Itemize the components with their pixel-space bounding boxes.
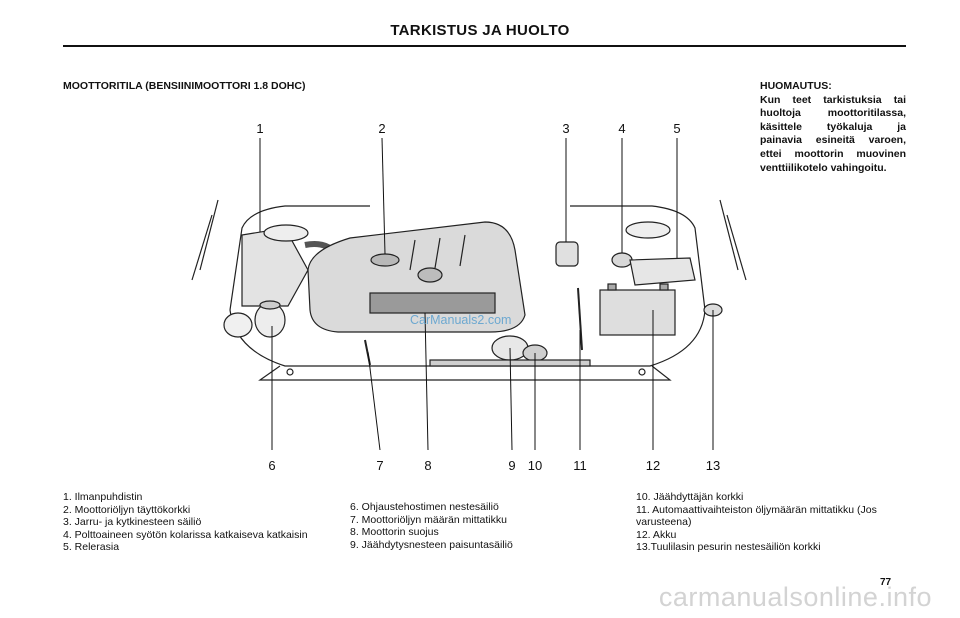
legend-item: 10. Jäähdyttäjän korkki [636,491,744,503]
legend-item: 9. Jäähdytysnesteen paisuntasäiliö [350,538,513,551]
legend-item: 8. Moottorin suojus [350,526,439,539]
callout-2: 2 [378,121,385,136]
hood-edge-left-2 [191,214,213,281]
callout-13: 13 [706,458,720,473]
callout-5: 5 [673,121,680,136]
callout-12: 12 [646,458,660,473]
callout-1: 1 [256,121,263,136]
legend-item: 2. Moottoriöljyn täyttökorkki [63,503,191,516]
cover-rib-2 [434,237,441,269]
legend-item: 12. Akku [636,528,677,541]
site-watermark: CarManuals2.com [410,313,512,327]
page-header-title: TARKISTUS JA HUOLTO [390,22,570,39]
note-heading: HUOMAUTUS: [760,80,832,92]
atf-dipstick [577,287,583,351]
strut-top-left [263,224,309,242]
fender-left [229,205,370,311]
callout-6: 6 [268,458,275,473]
relay-box [629,257,696,286]
page-number: 77 [880,577,892,588]
legend-item: 13.Tuulilasin pesurin nestesäiliön korkk… [636,541,821,554]
callout-8: 8 [424,458,431,473]
front-crossmember [258,365,672,381]
legend-item: 11. Automaattivaihteiston öljymäärän mit… [636,503,877,529]
callout-11: 11 [573,458,587,473]
cover-grille [369,292,496,314]
legend-item: 5. Relerasia [63,541,120,554]
legend-column-2: 6. Ohjaustehostimen nestesäiliö 7. Moott… [350,501,513,551]
fender-right [570,205,706,311]
section-title: MOOTTORITILA (BENSIINIMOOTTORI 1.8 DOHC) [63,80,306,92]
note-body: Kun teet tarkistuksia tai huoltoja moott… [760,93,906,174]
bolt-right [638,368,646,376]
washer-bottle [223,312,253,338]
footer-watermark: carmanualsonline.info [658,582,932,612]
legend-column-1: 1. Ilmanpuhdistin 2. Moottoriöljyn täytt… [63,491,308,554]
hood-edge-left-1 [199,199,219,271]
header-rule [63,45,906,47]
battery-terminal-right [659,283,669,291]
note-box: HUOMAUTUS: Kun teet tarkistuksia tai huo… [760,80,906,175]
bolt-left [286,368,294,376]
legend-column-3: 10. Jäähdyttäjän korkki 11. Automaattiva… [636,491,906,554]
legend-item: 4. Polttoaineen syötön kolarissa katkais… [63,528,308,541]
strut-top-right [625,221,671,239]
legend-item: 3. Jarru- ja kytkinesteen säiliö [63,516,202,529]
engine-bay-diagram: 1 2 3 4 5 6 7 8 9 10 11 12 13 [191,121,747,473]
brand-emblem [417,267,443,283]
hood-edge-right-2 [726,214,747,281]
battery [599,289,676,336]
leader-lines [259,137,714,451]
cutoff-switch [611,252,633,268]
legend-item: 1. Ilmanpuhdistin [63,491,143,503]
callout-3: 3 [562,121,569,136]
legend-item: 7. Moottoriöljyn määrän mittatikku [350,513,507,526]
legend-item: 6. Ohjaustehostimen nestesäiliö [350,501,499,513]
oil-filler-cap [370,253,400,267]
callout-7: 7 [376,458,383,473]
cover-rib-3 [459,234,466,267]
ps-cap [259,300,281,310]
hood-edge-right-1 [719,199,739,271]
battery-terminal-left [607,283,617,291]
callout-9: 9 [508,458,515,473]
brake-reservoir [555,241,579,267]
callout-4: 4 [618,121,625,136]
callout-10: 10 [528,458,542,473]
cover-rib-1 [409,239,416,271]
